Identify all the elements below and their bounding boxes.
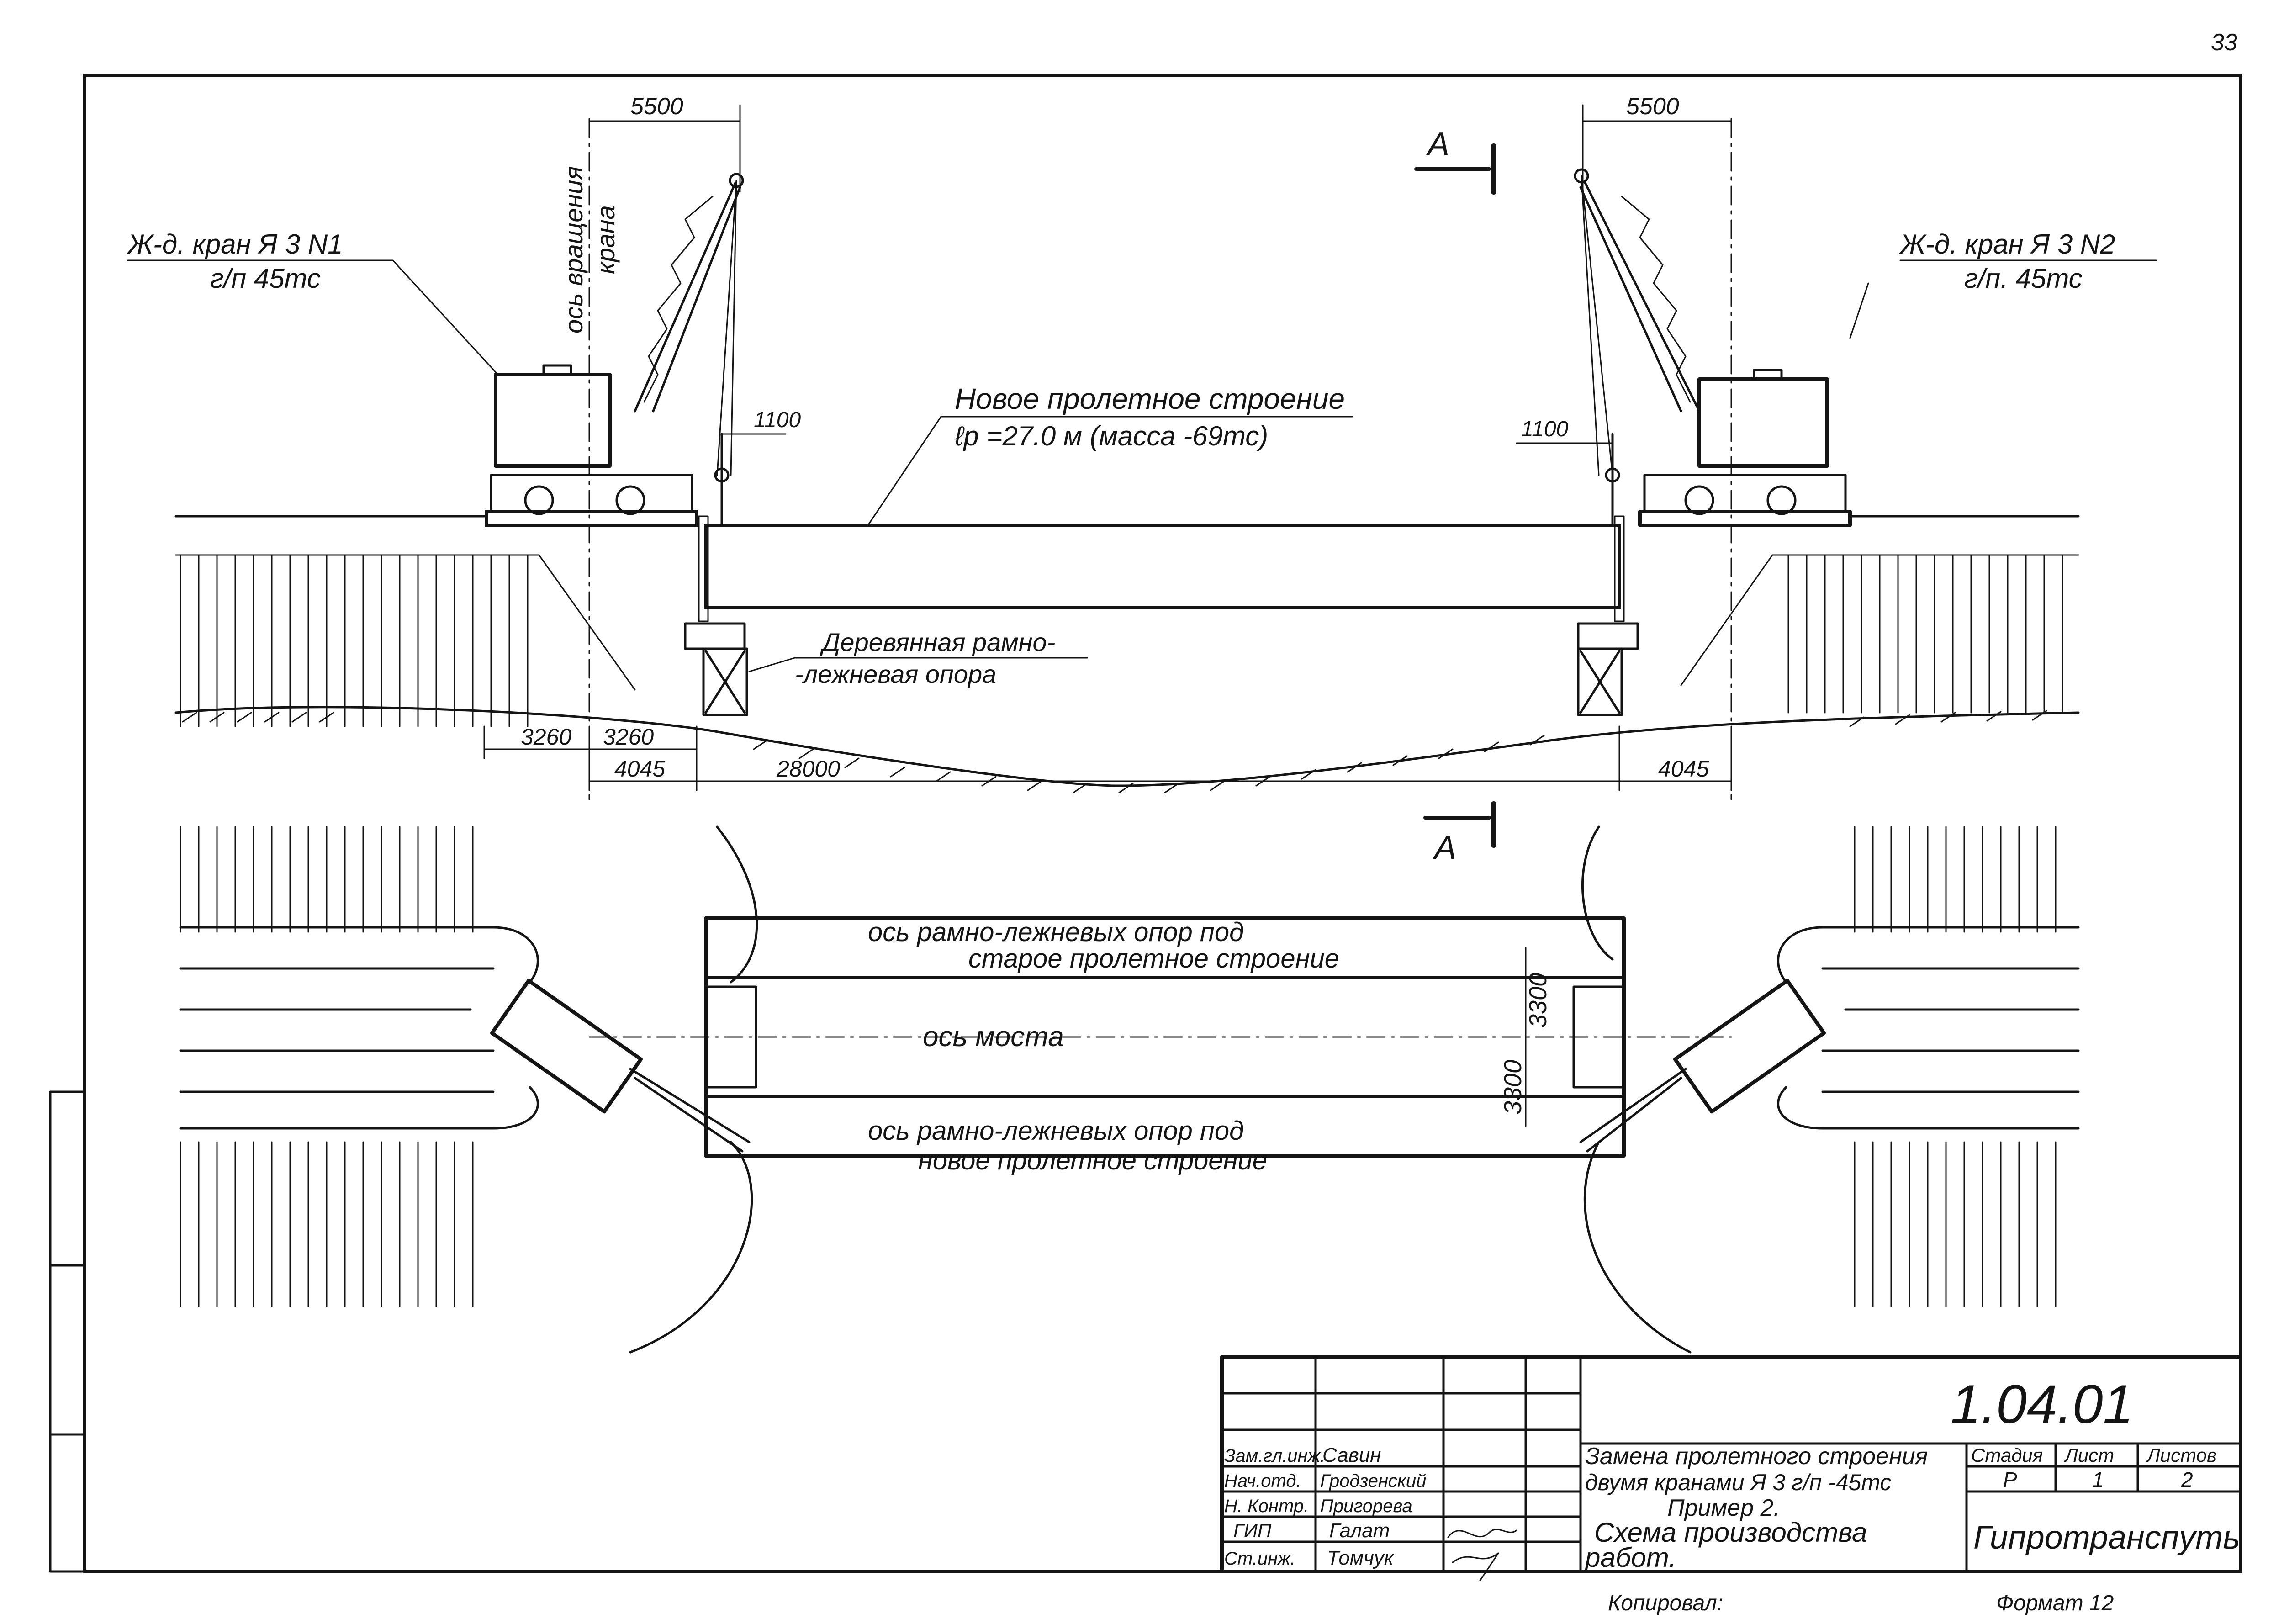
col-sheet: Лист <box>2063 1444 2114 1466</box>
title-line-1: Замена пролетного строения <box>1585 1443 1928 1470</box>
organization: Гипротранспуть <box>1973 1519 2240 1556</box>
title-line-3: Пример 2. <box>1667 1495 1780 1521</box>
section-mark-top-letter: А <box>1426 126 1449 163</box>
name-3: Пригорева <box>1320 1496 1412 1516</box>
crane-plan-left <box>490 979 751 1153</box>
dim-4045-left: 4045 <box>614 756 665 782</box>
role-2: Нач.отд. <box>1224 1471 1301 1491</box>
dim-3300-a: 3300 <box>1499 1060 1527 1115</box>
stage-value: Р <box>2003 1468 2017 1492</box>
dim-4045-right: 4045 <box>1658 756 1709 782</box>
old-support-axis-label-1: ось рамно-лежневых опор под <box>868 917 1244 947</box>
dim-3260-b: 3260 <box>603 724 654 750</box>
section-mark-top: А <box>1414 126 1496 195</box>
support-label-1: Деревянная рамно- <box>819 628 1055 656</box>
role-1: Зам.гл.инж. <box>1224 1446 1325 1466</box>
plan-view: ось рамно-лежневых опор под старое проле… <box>179 825 2080 1354</box>
embankment-left <box>174 515 636 727</box>
section-mark-bottom: А <box>1423 801 1496 866</box>
title-line-2: двумя кранами Я 3 г/п -45тс <box>1585 1470 1891 1495</box>
dim-reach-right: 5500 <box>1582 93 1732 122</box>
dim-reach-left: 5500 <box>588 93 741 122</box>
new-span-params: ℓр =27.0 м (масса -69тс) <box>954 421 1268 451</box>
railway-crane-left <box>485 173 744 527</box>
rotation-axis-label-1: ось вращения <box>559 166 588 333</box>
sheet-value: 1 <box>2092 1468 2104 1492</box>
sheet-title-1: Схема производства <box>1594 1517 1867 1548</box>
riverbed <box>174 706 2080 787</box>
dim-5500-left: 5500 <box>630 93 683 120</box>
title-block: 1.04.01 Зам.гл.инж. Нач.отд. Н. Контр. Г… <box>1220 1355 2242 1582</box>
dim-1100-right: 1100 <box>1521 417 1569 441</box>
support-label-2: -лежневая опора <box>795 660 996 688</box>
page-number: 33 <box>2211 29 2237 56</box>
dim-28000: 28000 <box>776 756 840 782</box>
new-support-axis-label-1: ось рамно-лежневых опор под <box>868 1116 1244 1146</box>
role-5: Ст.инж. <box>1224 1549 1295 1569</box>
embankment-right <box>1680 515 2080 714</box>
section-mark-bottom-letter: А <box>1433 830 1456 866</box>
crane-plan-right <box>1579 979 1826 1153</box>
name-5: Томчук <box>1327 1547 1395 1569</box>
sheets-value: 2 <box>2181 1468 2193 1492</box>
copied-label: Копировал: <box>1608 1591 1723 1615</box>
name-4: Галат <box>1329 1519 1390 1542</box>
dim-5500-right: 5500 <box>1626 93 1679 120</box>
binding-strip <box>49 1090 86 1573</box>
dim-3300-b: 3300 <box>1524 973 1552 1028</box>
crane-right-capacity: г/п. 45тс <box>1964 263 2083 294</box>
crane-right-label: Ж-д. кран Я 3 N2 <box>1899 229 2115 259</box>
new-support-axis-label-2: новое пролетное строение <box>918 1146 1267 1175</box>
col-stage: Стадия <box>1971 1444 2043 1466</box>
col-sheets: Листов <box>2146 1444 2217 1466</box>
timber-support-left <box>684 515 748 716</box>
crane-left-label: Ж-д. кран Я 3 N1 <box>127 229 343 259</box>
crane-left-capacity: г/п 45тс <box>210 263 321 294</box>
railway-crane-right <box>1574 168 1852 527</box>
elevation-view: 5500 5500 1100 1100 Ж-д. кран Я 3 N1 г/п… <box>127 93 2157 866</box>
bridge-axis-label: ось моста <box>923 1021 1064 1053</box>
tracks-right <box>1777 926 2080 1130</box>
new-span-label: Новое пролетное строение <box>955 382 1345 415</box>
sheet-title-2: работ. <box>1584 1542 1676 1573</box>
new-span-girder <box>704 524 1621 609</box>
dim-1100-left: 1100 <box>754 408 801 432</box>
old-support-axis-label-2: старое пролетное строение <box>968 944 1339 973</box>
dim-3260-a: 3260 <box>521 724 571 750</box>
name-1: Савин <box>1322 1444 1381 1466</box>
signature-mark <box>1447 1529 1517 1582</box>
rotation-axis-label-2: крана <box>591 205 620 274</box>
drawing-frame <box>83 74 2242 1573</box>
role-4: ГИП <box>1233 1520 1272 1541</box>
format-label: Формат 12 <box>1996 1591 2114 1615</box>
name-2: Гродзенский <box>1320 1471 1426 1491</box>
doc-code: 1.04.01 <box>1951 1374 2133 1435</box>
timber-support-right <box>1577 515 1639 716</box>
role-3: Н. Контр. <box>1224 1496 1309 1516</box>
tracks-left <box>179 926 539 1130</box>
